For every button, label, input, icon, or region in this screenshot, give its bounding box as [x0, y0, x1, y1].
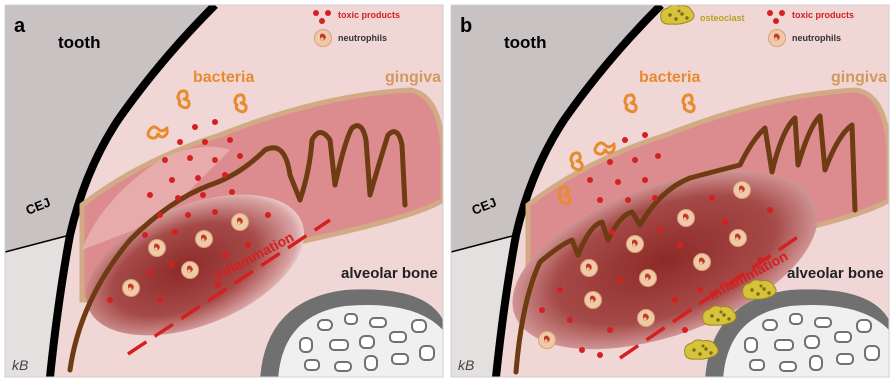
panel-b-signature: kB: [458, 357, 474, 373]
panel-b: b tooth CEJ bacteria gingiva inflammatio…: [451, 5, 889, 380]
panel-a-signature: kB: [12, 357, 28, 373]
panel-b-legend-neutrophil-icon: [769, 30, 786, 47]
panel-a-legend-neutrophil-icon: [315, 30, 332, 47]
panel-b-legend-neutrophils: neutrophils: [792, 33, 841, 43]
panel-a-bacteria-label: bacteria: [193, 69, 254, 86]
panel-b-bacteria-label: bacteria: [639, 69, 700, 86]
panel-a-alveolar-bone-label: alveolar bone: [341, 265, 438, 282]
panel-a-legend-neutrophils: neutrophils: [338, 33, 387, 43]
panel-b-gingiva-label: gingiva: [831, 69, 887, 86]
panel-a-gingiva-label: gingiva: [385, 69, 441, 86]
panel-b-tooth-label: tooth: [504, 33, 546, 52]
panel-a-letter: a: [14, 15, 26, 37]
panel-b-legend-toxic: toxic products: [792, 10, 854, 20]
panel-b-alveolar-bone-label: alveolar bone: [787, 265, 884, 282]
panel-a: a tooth CEJ bacteria gingiva inflammatio…: [5, 5, 443, 380]
panel-b-legend-osteoclast: osteoclast: [700, 13, 745, 23]
panel-a-legend-toxic: toxic products: [338, 10, 400, 20]
panel-b-letter: b: [460, 15, 472, 37]
panel-a-tooth-label: tooth: [58, 33, 100, 52]
